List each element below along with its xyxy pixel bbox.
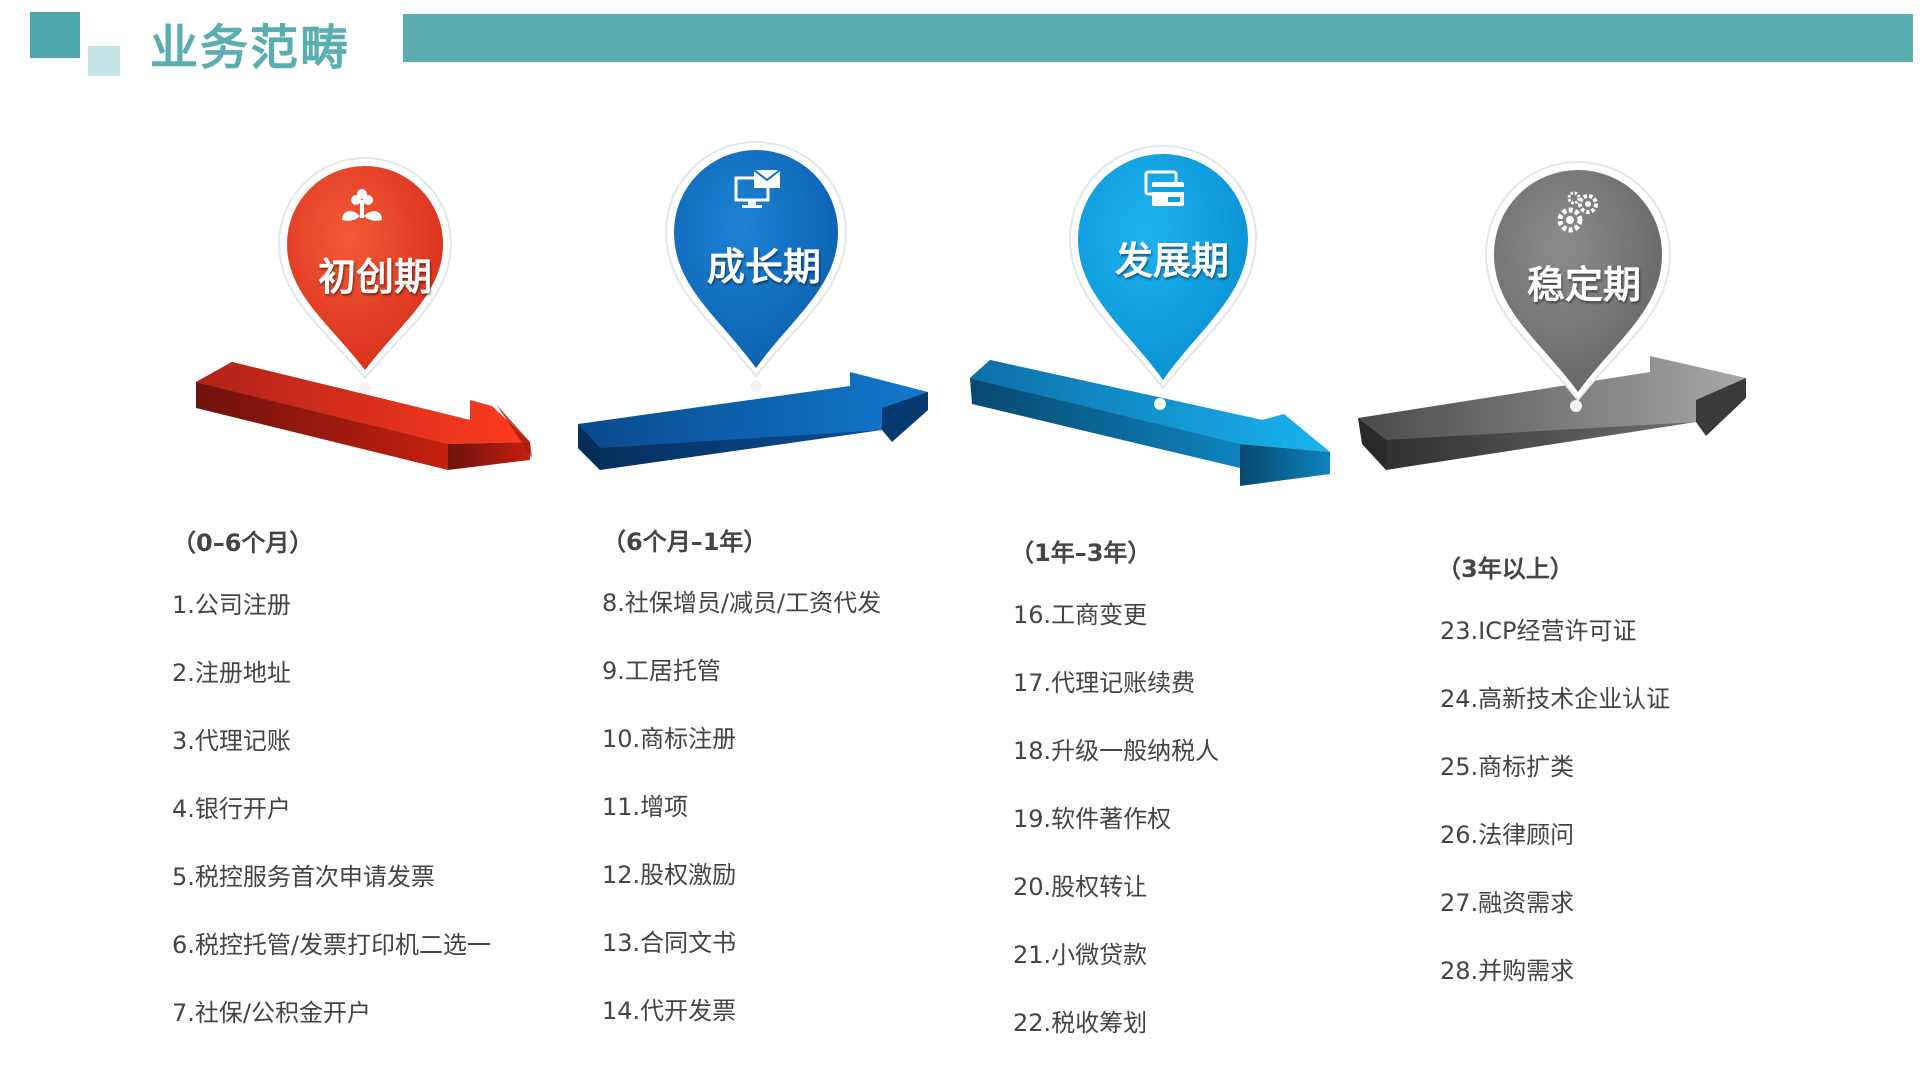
list-item: 19.软件著作权 [1013, 805, 1172, 833]
list-item: 7.社保/公积金开户 [172, 999, 371, 1027]
list-item: 2.注册地址 [172, 659, 291, 687]
service-list-3: 16.工商变更 17.代理记账续费 18.升级一般纳税人 19.软件著作权 20… [1013, 600, 1219, 1076]
service-list-2: 8.社保增员/减员/工资代发 9.工居托管 10.商标注册 11.增项 12.股… [602, 588, 881, 1064]
list-item: 26.法律顾问 [1440, 821, 1575, 849]
list-item: 13.合同文书 [602, 929, 737, 957]
list-item: 22.税收筹划 [1013, 1009, 1148, 1037]
flower-icon [342, 189, 382, 221]
stage-name-1: 初创期 [317, 255, 433, 299]
stage-arrow-3 [970, 360, 1330, 486]
list-item: 20.股权转让 [1013, 873, 1148, 901]
stage-pin-2 [664, 140, 848, 392]
list-item: 18.升级一般纳税人 [1013, 737, 1220, 765]
stage-period-4: （3年以上） [1437, 555, 1574, 583]
stage-pin-3 [1068, 144, 1258, 410]
stage-pin-4 [1484, 160, 1672, 412]
list-item: 10.商标注册 [602, 725, 737, 753]
header-bar [403, 14, 1913, 62]
computer-mail-icon [734, 169, 781, 208]
stage-name-4: 稳定期 [1526, 263, 1642, 307]
list-item: 12.股权激励 [602, 861, 737, 889]
stage-period-3: （1年–3年） [1010, 539, 1152, 567]
service-list-4: 23.ICP经营许可证 24.高新技术企业认证 25.商标扩类 26.法律顾问 … [1440, 616, 1670, 1024]
header-decoration-square [30, 12, 80, 58]
stage-arrow-4 [1358, 356, 1746, 470]
list-item: 27.融资需求 [1440, 889, 1575, 917]
list-item: 5.税控服务首次申请发票 [172, 863, 435, 891]
list-item: 21.小微贷款 [1013, 941, 1148, 969]
list-item: 16.工商变更 [1013, 601, 1148, 629]
stage-period-1: （0–6个月） [172, 529, 314, 557]
list-item: 28.并购需求 [1440, 957, 1575, 985]
list-item: 1.公司注册 [172, 591, 291, 619]
stage-pin-1 [277, 156, 453, 394]
stage-name-3: 发展期 [1114, 239, 1230, 283]
list-item: 14.代开发票 [602, 997, 737, 1025]
page-title: 业务范畴 [150, 20, 351, 76]
list-item: 9.工居托管 [602, 657, 721, 685]
list-item: 11.增项 [602, 793, 689, 821]
stage-period-2: （6个月–1年） [602, 528, 768, 556]
list-item: 3.代理记账 [172, 727, 291, 755]
stage-diagram [196, 140, 1746, 486]
stage-name-2: 成长期 [706, 245, 822, 289]
list-item: 4.银行开户 [172, 795, 291, 823]
header-decoration-square-small [88, 46, 120, 76]
list-item: 24.高新技术企业认证 [1440, 685, 1671, 713]
stage-arrow-1 [196, 362, 532, 470]
service-list-1: 1.公司注册 2.注册地址 3.代理记账 4.银行开户 5.税控服务首次申请发票… [172, 590, 491, 1066]
list-item: 6.税控托管/发票打印机二选一 [172, 931, 491, 959]
list-item: 8.社保增员/减员/工资代发 [602, 589, 882, 617]
credit-card-icon [1144, 170, 1184, 206]
list-item: 25.商标扩类 [1440, 753, 1575, 781]
stage-arrow-2 [578, 372, 928, 470]
list-item: 17.代理记账续费 [1013, 669, 1196, 697]
gears-icon [1557, 191, 1598, 233]
list-item: 23.ICP经营许可证 [1440, 617, 1637, 645]
